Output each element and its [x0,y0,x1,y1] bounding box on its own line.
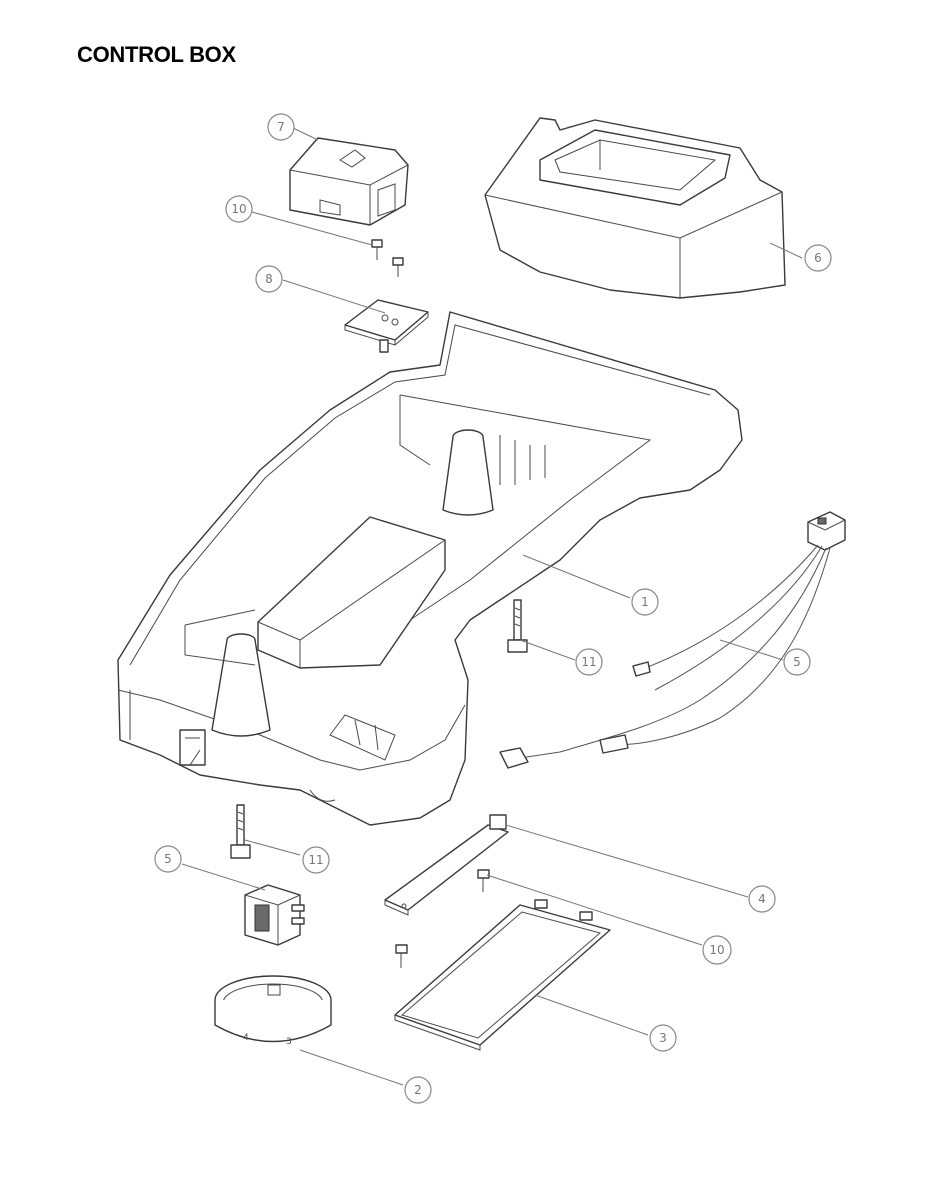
part-round-ring: 4 3 [214,975,332,1047]
part-long-bolt-right [507,599,528,653]
part-light-cover [484,117,786,299]
callout-8: 8 [255,265,283,293]
svg-text:7: 7 [277,120,285,134]
svg-text:10: 10 [231,202,246,216]
part-circuit-board [344,299,429,353]
diagram-title: CONTROL BOX [77,42,236,67]
svg-text:4: 4 [758,892,766,906]
callout-2: 2 [404,1076,432,1104]
ring-digit-4: 4 [243,1033,249,1043]
svg-text:5: 5 [793,655,801,669]
callout-11-left: 11 [302,846,330,874]
callout-4: 4 [748,885,776,913]
part-tray-frame [394,899,611,1051]
callout-5-switch: 5 [154,845,182,873]
part-main-housing [117,311,743,826]
svg-text:11: 11 [308,853,323,867]
svg-text:10: 10 [709,943,724,957]
part-switch [244,884,305,946]
callout-11-right: 11 [575,648,603,676]
svg-text:2: 2 [414,1083,422,1097]
callout-5-harness: 5 [783,648,811,676]
callout-10-upper: 10 [225,195,253,223]
svg-text:1: 1 [641,595,649,609]
callout-10-lower: 10 [702,935,732,965]
svg-text:6: 6 [814,251,822,265]
callout-7: 7 [267,113,295,141]
callout-6: 6 [804,244,832,272]
svg-text:3: 3 [659,1031,667,1045]
part-screws-upper [371,239,404,277]
part-screw-lower-2 [395,944,408,968]
part-screw-lower-1 [477,869,490,892]
part-strip-board [384,814,509,916]
leader-lines [181,127,803,1086]
svg-text:5: 5 [164,852,172,866]
callout-1: 1 [631,588,659,616]
svg-text:11: 11 [581,655,596,669]
part-wire-harness [499,511,846,769]
svg-text:8: 8 [265,272,273,286]
part-long-bolt-left [230,804,251,859]
callout-3: 3 [649,1024,677,1052]
ring-digit-3: 3 [286,1037,292,1047]
part-cover-block [289,137,409,226]
